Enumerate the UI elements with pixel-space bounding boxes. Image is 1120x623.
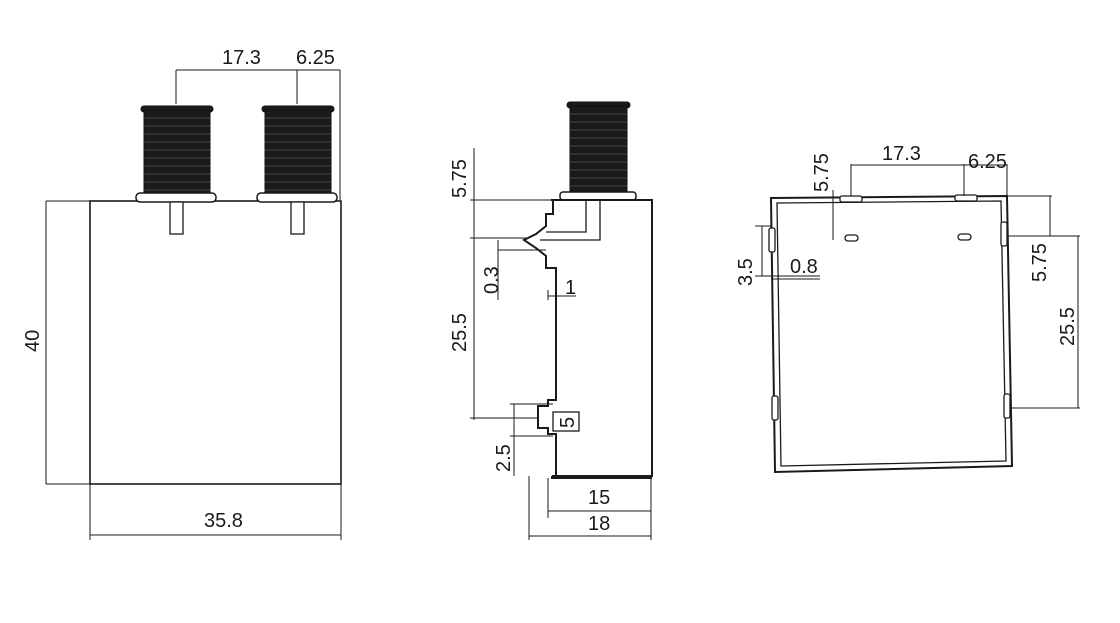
dim-front-height: 40	[22, 330, 44, 352]
side-housing	[522, 199, 653, 479]
bottom-hole-left	[844, 234, 859, 242]
bottom-inner-outline	[776, 200, 1007, 467]
dim-connector-spacing: 17.3	[222, 47, 261, 69]
side-tab	[552, 411, 580, 432]
dim-bottom-tab-depth: 0.8	[790, 256, 818, 278]
dim-bottom-hole-spacing: 17.3	[882, 143, 921, 165]
dim-side-inner-depth: 15	[588, 487, 610, 509]
front-view: 17.3 6.25 40 35.8	[22, 47, 342, 540]
bottom-left-tab-bottom	[771, 395, 779, 421]
front-body	[89, 200, 342, 485]
dim-side-depth: 18	[588, 513, 610, 535]
connector-left	[135, 105, 217, 235]
side-inner-bracket	[540, 200, 601, 241]
dim-bottom-top-offset: 5.75	[811, 153, 833, 192]
dim-bottom-right-height: 25.5	[1057, 307, 1079, 346]
dim-bottom-tab-height: 3.5	[735, 258, 757, 286]
dim-side-notch: 0.3	[481, 266, 503, 294]
dim-side-body-height: 25.5	[449, 313, 471, 352]
bottom-hole-right	[957, 233, 972, 241]
bottom-top-tab-right	[954, 194, 978, 202]
bottom-outline	[769, 194, 1014, 474]
side-connector	[559, 101, 637, 201]
bottom-right-tab-top	[1000, 221, 1008, 247]
dim-side-tab: 5	[557, 417, 579, 428]
bottom-view: 17.3 6.25 5.75 3.5 0.8 5.75 25.5	[735, 143, 1080, 474]
dim-front-width: 35.8	[204, 510, 243, 532]
dim-bottom-hole-offset: 6.25	[968, 151, 1007, 173]
connector-right	[256, 105, 338, 235]
dim-side-lip: 1	[565, 277, 576, 299]
side-view: 5.75 0.3 1 25.5 5 2.5 15 18	[449, 101, 653, 540]
bottom-right-tab-bottom	[1003, 393, 1011, 419]
bottom-top-tab-left	[839, 195, 863, 203]
dim-side-bottom-offset: 2.5	[493, 444, 515, 472]
dim-connector-offset: 6.25	[296, 47, 335, 69]
dim-side-top-offset: 5.75	[449, 159, 471, 198]
bottom-left-tab-top	[768, 227, 776, 253]
dim-bottom-right-offset: 5.75	[1029, 243, 1051, 282]
